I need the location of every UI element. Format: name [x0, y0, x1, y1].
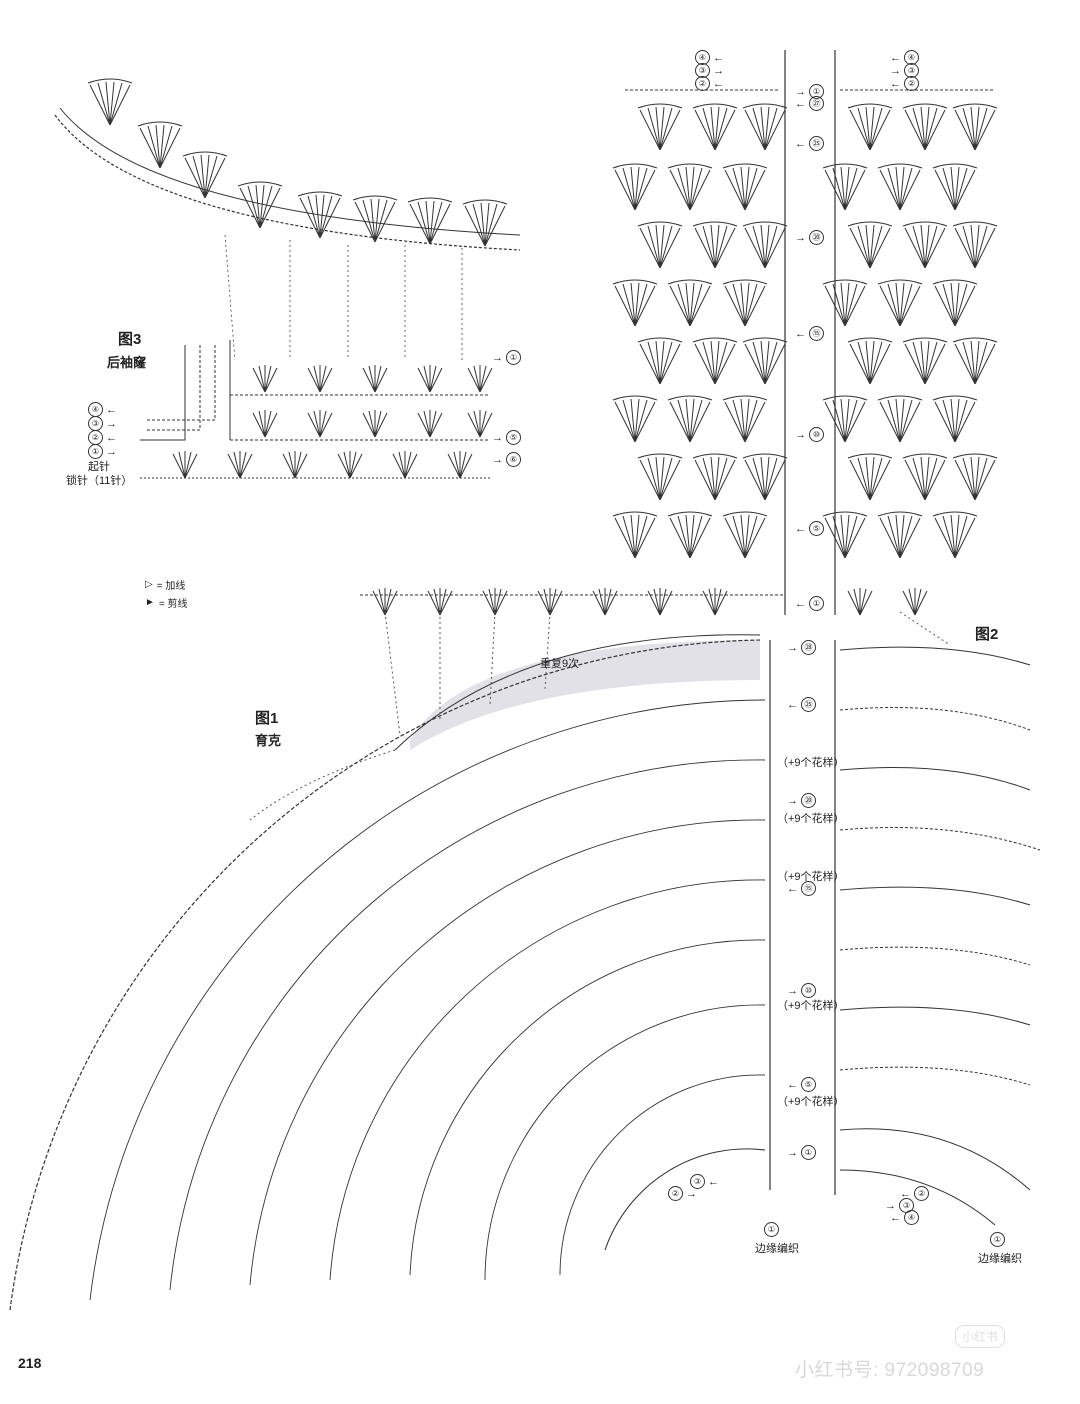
- tr-center-10: →⑩: [795, 427, 824, 442]
- figure1-subtitle: 育克: [255, 733, 282, 748]
- cut-yarn-icon: ►: [145, 597, 155, 608]
- figure1-marker-20: →⑳: [787, 793, 816, 808]
- figure3-right-row-5: →⑤: [492, 430, 521, 445]
- figure1-marker-plus9-c: （+9个花样）: [777, 871, 845, 883]
- figure1-marker-15: ←⑮: [787, 881, 816, 896]
- figure1-marker-10: →⑩: [787, 983, 816, 998]
- figure2-edge-label: 边缘编织: [978, 1253, 1022, 1265]
- figure3-start-label: 起针: [88, 461, 110, 473]
- figure2-title: 图2: [975, 626, 999, 643]
- figure1-marker-plus9-b: （+9个花样）: [777, 813, 845, 825]
- legend-cut-yarn: ►= 剪线: [145, 597, 188, 610]
- add-yarn-icon: ▷: [145, 579, 153, 590]
- figure3-right-row-1: →①: [492, 350, 521, 365]
- figure1-repeat-label: 重复9次: [540, 658, 580, 670]
- figure1-title: 图1: [255, 710, 279, 727]
- tr-left-row-2: ②←: [695, 76, 724, 91]
- figure3-row-2: ②←: [88, 430, 117, 445]
- figure1-edge-label: 边缘编织: [755, 1243, 799, 1255]
- figure1-marker-plus9-d: （+9个花样）: [777, 1000, 845, 1012]
- tr-right-row-2: ←②: [890, 76, 919, 91]
- figure3-row-3: ③→: [88, 416, 117, 431]
- figure3-row-1: ①→: [88, 444, 117, 459]
- figure1-marker-plus9-a: （+9个花样）: [777, 757, 845, 769]
- figure1-yoke: [9, 611, 771, 1311]
- tr-center-5: ←⑤: [795, 521, 824, 536]
- figure3-title: 图3: [118, 331, 142, 348]
- figure1-edge-row: ①: [764, 1222, 779, 1237]
- figure1-bottom-row-3: ③←: [690, 1174, 719, 1189]
- figure3-row-4: ④←: [88, 402, 117, 417]
- figure1-marker-1: →①: [787, 1145, 816, 1160]
- watermark-text: 小红书号: 972098709: [795, 1360, 985, 1381]
- figure2-bottom-row-2: ←②: [900, 1186, 929, 1201]
- figure1-bottom-row-2: ②→: [668, 1186, 697, 1201]
- figure3-top-band: [54, 78, 521, 361]
- figure2-panel: [834, 611, 1041, 1226]
- figure1-marker-5: ←⑤: [787, 1077, 816, 1092]
- figure1-marker-plus9-e: （+9个花样）: [777, 1096, 845, 1108]
- tr-center-20: →⑳: [795, 230, 824, 245]
- tr-center-27: ←㉗: [795, 96, 824, 111]
- figure1-marker-28: →㉘: [787, 640, 816, 655]
- figure1-marker-25: ←㉕: [787, 697, 816, 712]
- figure3-chain-label: 锁针（11针）: [66, 475, 133, 487]
- top-right-panels: [360, 50, 997, 616]
- watermark-badge: 小红书: [955, 1325, 1006, 1348]
- figure2-edge-row: ①: [990, 1232, 1005, 1247]
- tr-center-1-bottom: ←①: [795, 596, 824, 611]
- figure3-subtitle: 后袖窿: [107, 355, 147, 370]
- tr-center-15: ←⑮: [795, 326, 824, 341]
- tr-center-25: ←㉕: [795, 136, 824, 151]
- figure2-bottom-row-4: ←④: [890, 1210, 919, 1225]
- page-number: 218: [18, 1355, 42, 1371]
- figure3-lower-block: [140, 340, 493, 479]
- legend-add-yarn: ▷= 加线: [145, 579, 186, 592]
- figure3-right-row-6: →⑥: [492, 452, 521, 467]
